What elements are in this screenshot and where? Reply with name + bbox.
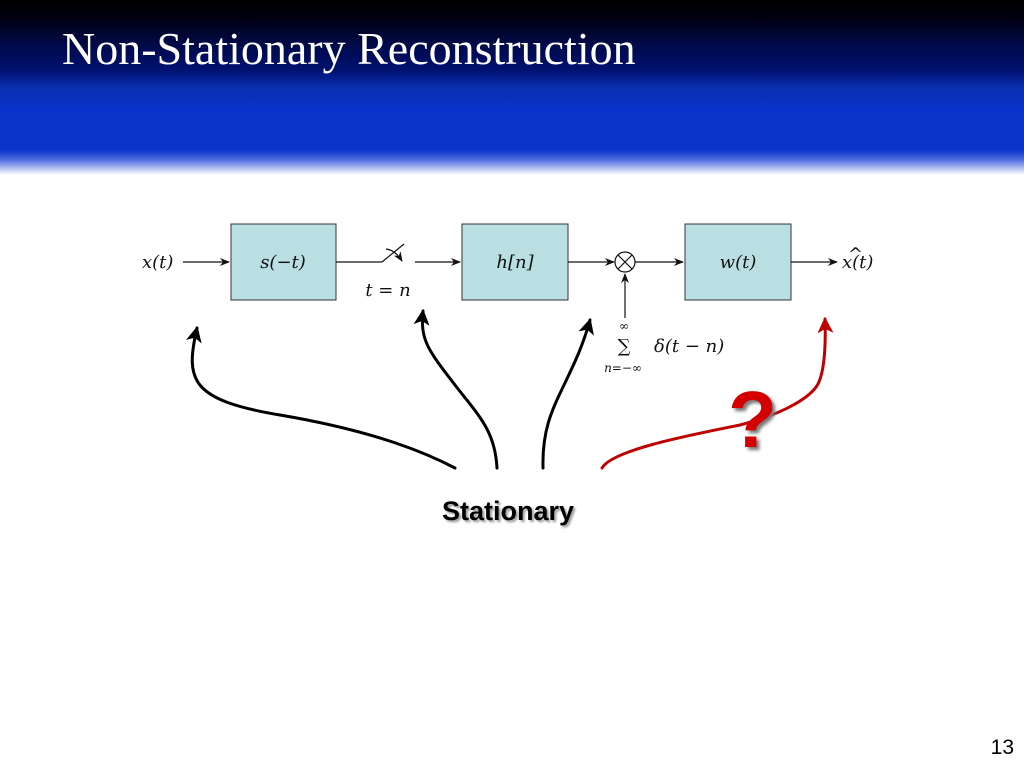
output-hat: ^	[848, 244, 863, 265]
discrete-filter-label: h[n]	[496, 252, 534, 273]
question-mark: ?	[728, 375, 777, 464]
sampler-switch-icon	[381, 243, 405, 263]
matched-filter-block	[230, 223, 337, 301]
discrete-filter-block	[461, 223, 569, 301]
sampler-label: t = n	[365, 280, 410, 301]
arrow-to-matched-filter	[186, 326, 457, 470]
slide-title: Non-Stationary Reconstruction	[62, 23, 636, 74]
sum-lower-limit: n=−∞	[604, 361, 642, 375]
impulse-label: δ(t − n)	[654, 336, 724, 357]
interpolator-label: w(t)	[720, 252, 757, 273]
interpolator-block	[684, 223, 792, 301]
arrow-to-interpolator	[600, 317, 834, 470]
stationary-label: Stationary	[442, 496, 575, 526]
arrow-to-sampler	[413, 309, 499, 470]
output-signal-label: x(t)	[842, 252, 873, 273]
sum-upper-limit: ∞	[619, 319, 629, 333]
multiplier-icon	[614, 251, 636, 273]
input-signal-label: x(t)	[142, 252, 173, 273]
sum-symbol: ∑	[618, 336, 631, 357]
title-banner	[0, 0, 1024, 175]
page-number: 13	[990, 736, 1014, 759]
matched-filter-label: s(−t)	[260, 252, 306, 273]
arrow-to-multiplier	[541, 318, 594, 470]
